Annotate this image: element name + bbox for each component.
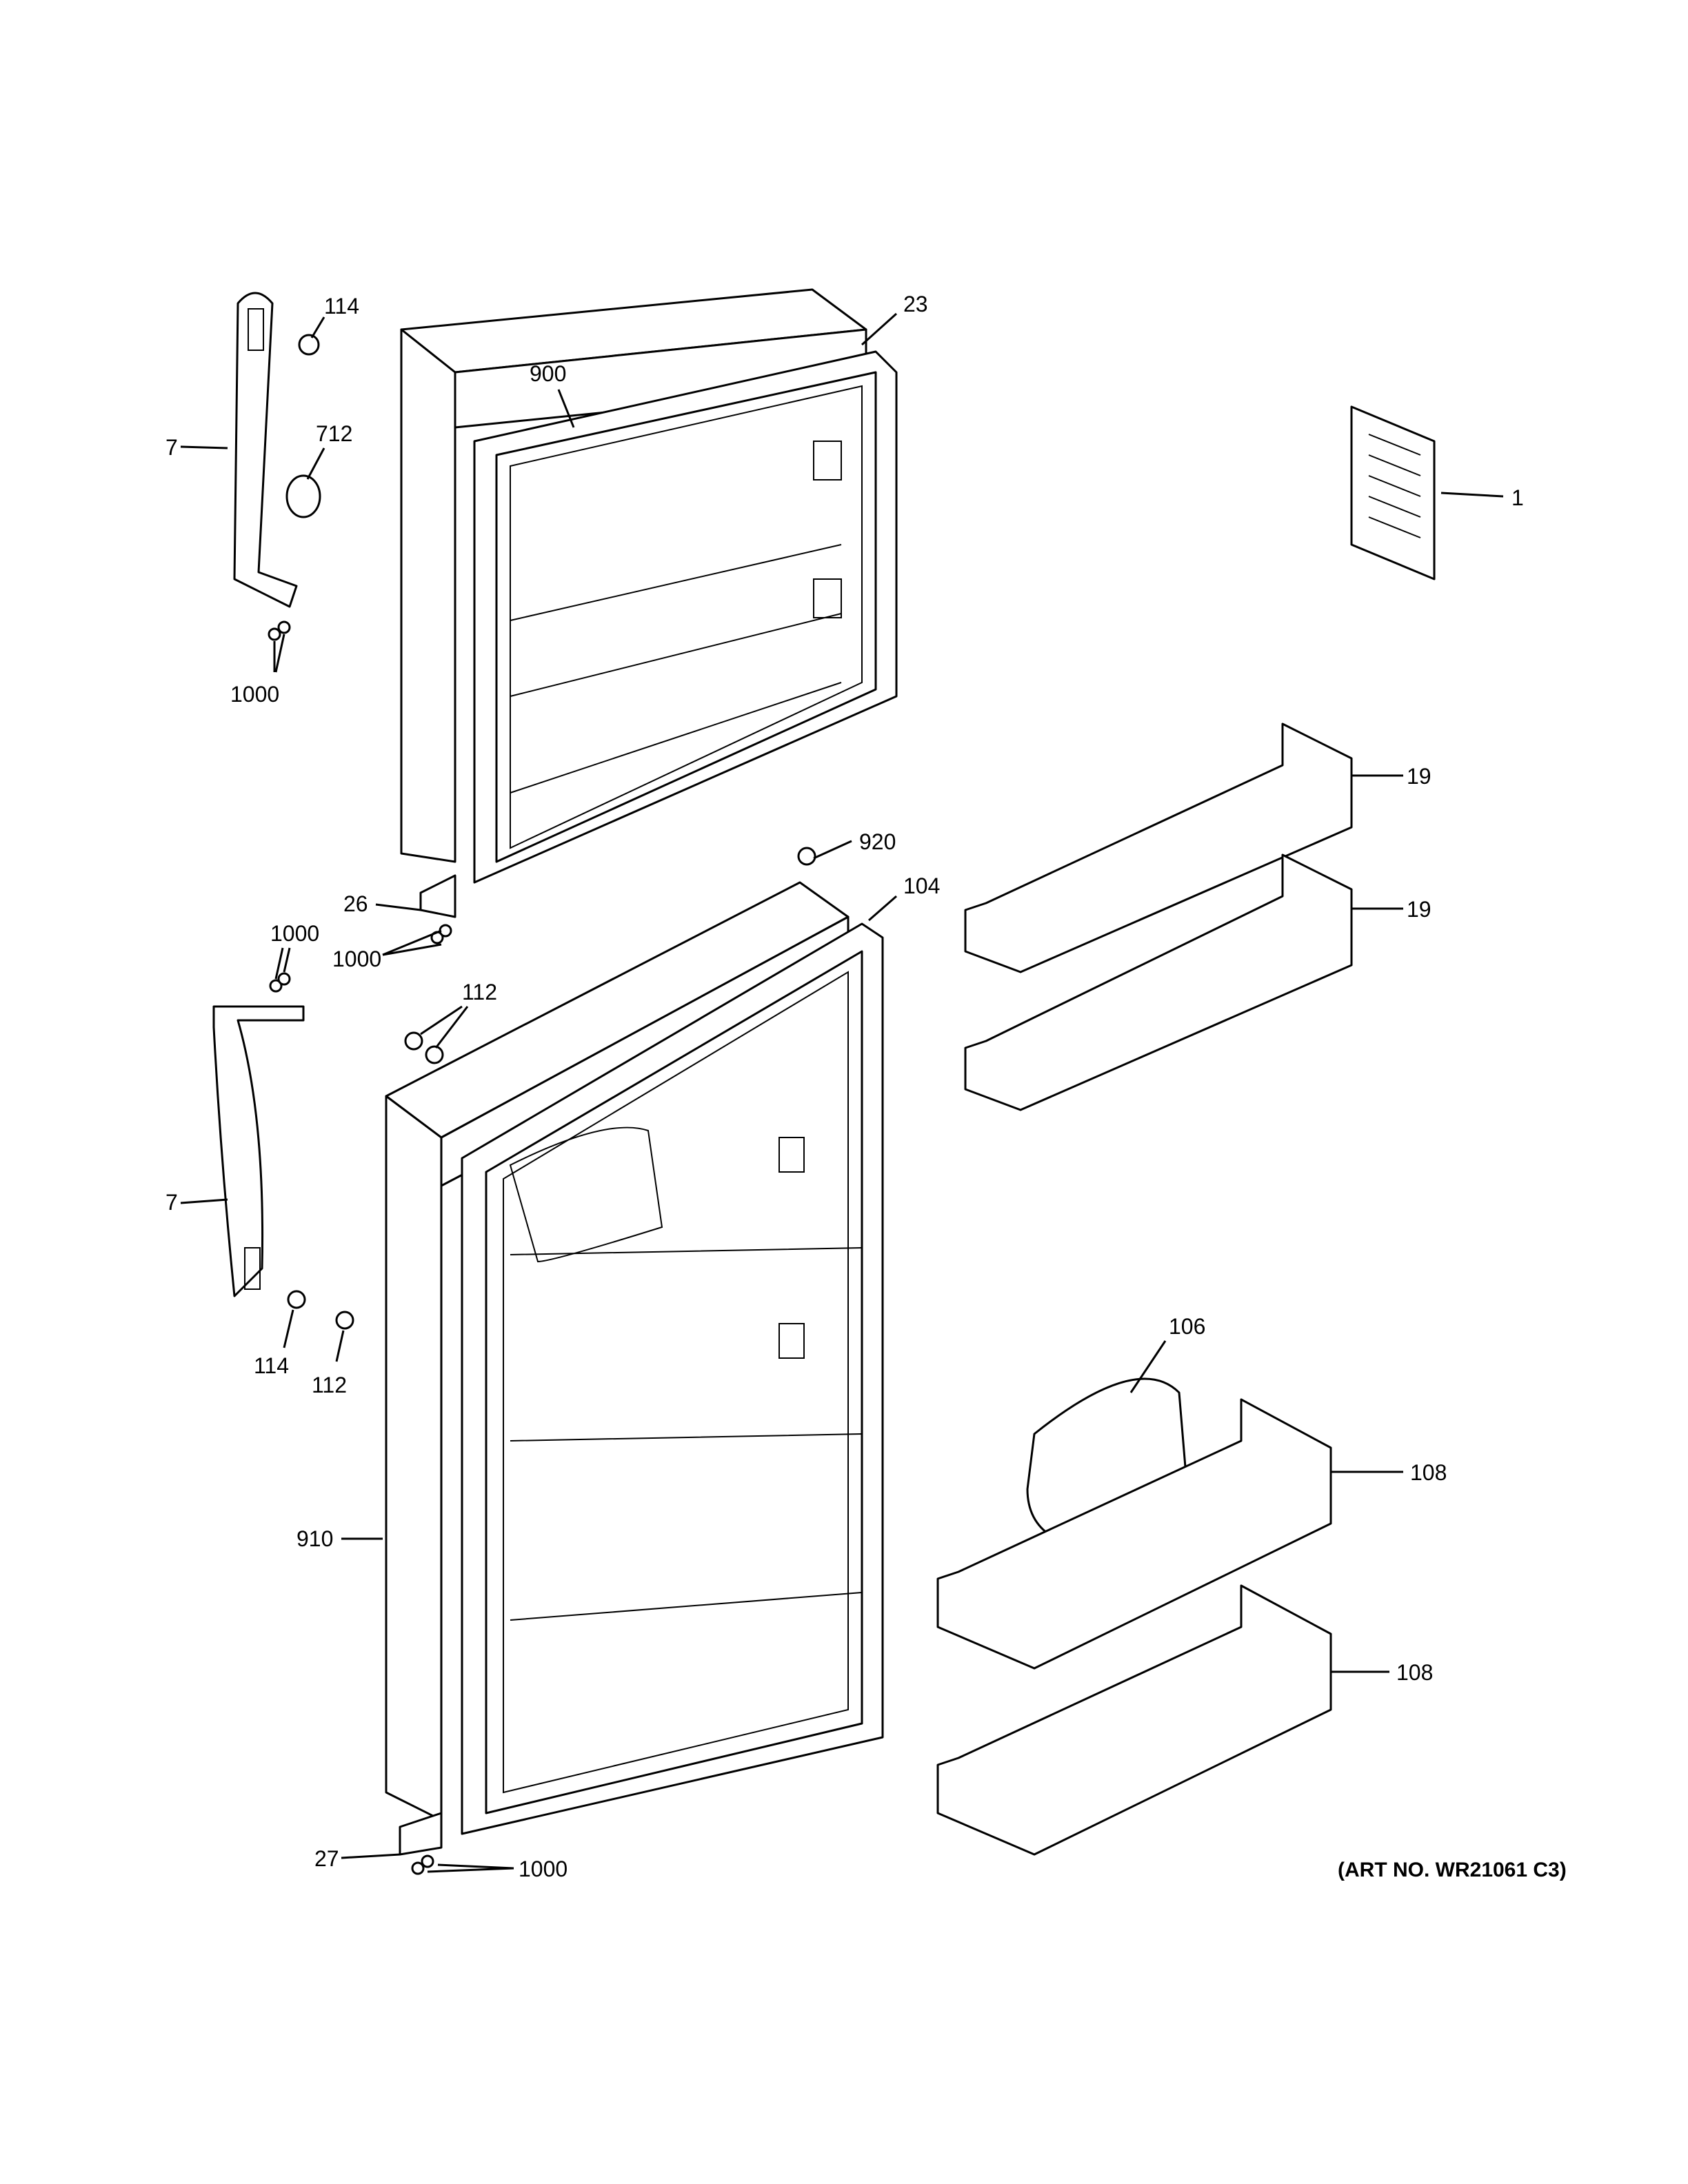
art-number: (ART NO. WR21061 C3) bbox=[1338, 1859, 1567, 1881]
callout-108-b: 108 bbox=[1396, 1660, 1433, 1685]
callout-114-top: 114 bbox=[324, 294, 359, 318]
callout-106: 106 bbox=[1169, 1314, 1205, 1339]
callout-labels: 114 712 7 1000 900 23 1 19 19 920 104 26… bbox=[165, 292, 1567, 1881]
owners-manual bbox=[1350, 405, 1436, 580]
callout-1000-top: 1000 bbox=[230, 682, 279, 707]
door-bin-108-b bbox=[936, 1584, 1332, 1856]
callout-712: 712 bbox=[316, 421, 352, 446]
callout-1000-bottom: 1000 bbox=[519, 1857, 567, 1881]
callout-104: 104 bbox=[903, 873, 940, 898]
hardware bbox=[268, 334, 816, 1875]
door-bin-108-a bbox=[936, 1398, 1332, 1670]
handle-top bbox=[233, 292, 298, 608]
callout-27: 27 bbox=[314, 1846, 339, 1871]
fresh-food-door bbox=[385, 881, 884, 1835]
callout-7-top: 7 bbox=[165, 435, 178, 460]
door-bin-19-b bbox=[964, 853, 1353, 1111]
callout-1000-b: 1000 bbox=[332, 947, 381, 971]
callout-1: 1 bbox=[1511, 485, 1524, 510]
callout-26: 26 bbox=[343, 891, 368, 916]
door-bin-19-a bbox=[964, 722, 1353, 973]
callout-112-bottom: 112 bbox=[312, 1373, 347, 1397]
callout-112-top: 112 bbox=[462, 980, 497, 1004]
handle-bottom bbox=[212, 1005, 305, 1297]
callout-23: 23 bbox=[903, 292, 928, 316]
callout-910: 910 bbox=[297, 1526, 333, 1551]
freezer-door bbox=[400, 288, 898, 884]
callout-1000-a: 1000 bbox=[270, 921, 319, 946]
callout-19-a: 19 bbox=[1407, 764, 1431, 789]
callout-108-a: 108 bbox=[1410, 1460, 1447, 1485]
callout-900: 900 bbox=[530, 361, 566, 386]
callout-114-bottom: 114 bbox=[254, 1353, 289, 1378]
callout-7-bottom: 7 bbox=[165, 1190, 178, 1215]
callout-920: 920 bbox=[859, 829, 896, 854]
callout-19-b: 19 bbox=[1407, 897, 1431, 922]
leader-lines bbox=[180, 312, 1504, 1873]
